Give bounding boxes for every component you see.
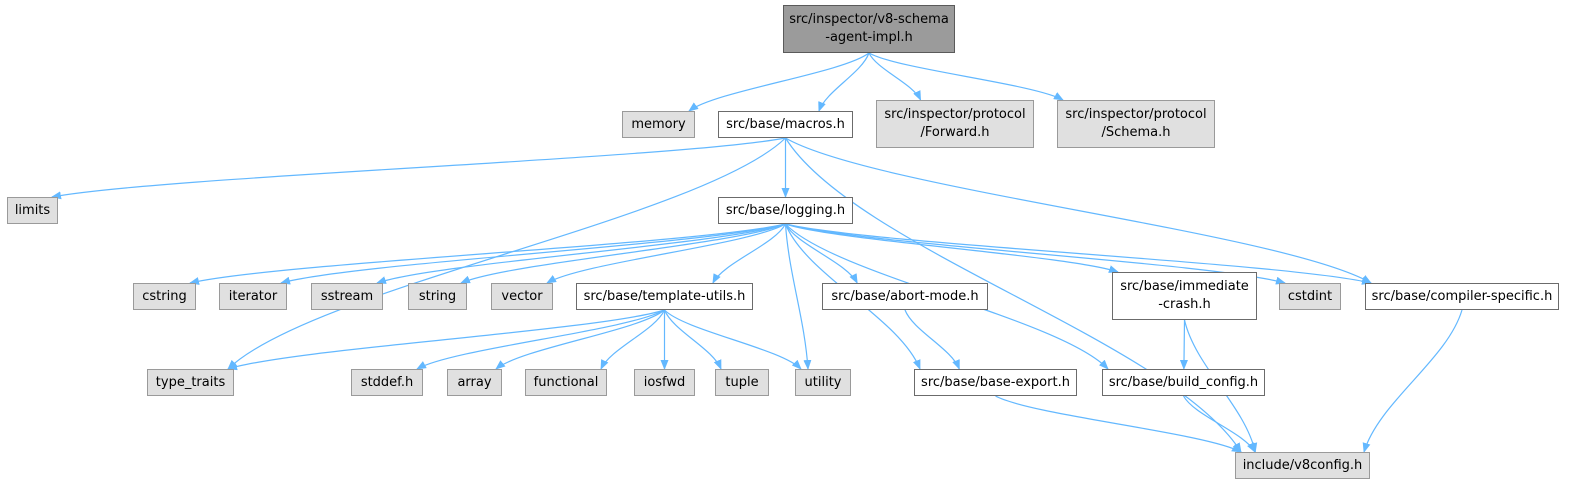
node-label-line: src/base/compiler-specific.h xyxy=(1371,288,1553,304)
node-label-line: cstdint xyxy=(1287,288,1333,304)
edge-template_utils-to-stddef xyxy=(416,309,665,370)
node-label-line: /Forward.h xyxy=(920,125,990,140)
node-label-line: src/inspector/v8-schema xyxy=(789,12,949,27)
edge-template_utils-to-array xyxy=(495,309,665,370)
node-label-line: sstream xyxy=(320,288,374,304)
edge-macros-to-limits xyxy=(51,137,786,200)
edge-logging-to-compiler_specific xyxy=(785,223,1372,285)
edge-immediate_crash-to-build_config xyxy=(1179,319,1188,370)
node-label-line: stddef.h xyxy=(360,374,414,390)
node-stddef[interactable]: stddef.h xyxy=(351,369,423,396)
node-label-line: -agent-impl.h xyxy=(825,30,913,45)
node-logging[interactable]: src/base/logging.h xyxy=(718,197,853,224)
node-label-line: src/base/template-utils.h xyxy=(583,288,746,304)
edge-template_utils-to-functional xyxy=(600,309,666,370)
node-label-line: src/inspector/protocol xyxy=(1065,107,1207,122)
edge-macros-to-type_traits xyxy=(227,137,786,370)
node-label-line: string xyxy=(418,288,457,304)
node-v8config[interactable]: include/v8config.h xyxy=(1235,452,1370,479)
node-label-line: type_traits xyxy=(155,374,226,390)
edge-logging-to-vector xyxy=(546,223,786,284)
edge-logging-to-utility xyxy=(784,223,812,370)
edge-logging-to-sstream xyxy=(376,223,786,284)
node-schema[interactable]: src/inspector/protocol/Schema.h xyxy=(1057,100,1215,148)
node-utility[interactable]: utility xyxy=(795,369,851,396)
edge-logging-to-string xyxy=(460,223,786,284)
node-build-config[interactable]: src/base/build_config.h xyxy=(1102,369,1265,396)
node-forward[interactable]: src/inspector/protocol/Forward.h xyxy=(876,100,1034,148)
node-label-line: utility xyxy=(804,374,842,390)
node-tuple[interactable]: tuple xyxy=(715,369,769,396)
node-label-line: src/base/logging.h xyxy=(725,202,846,218)
node-compiler-specific[interactable]: src/base/compiler-specific.h xyxy=(1365,283,1559,310)
node-vector[interactable]: vector xyxy=(491,283,553,310)
edge-root-to-memory xyxy=(688,52,870,112)
node-base-export[interactable]: src/base/base-export.h xyxy=(914,369,1077,396)
edge-root-to-forward xyxy=(868,52,922,101)
edge-template_utils-to-type_traits xyxy=(227,309,665,371)
node-label-line: src/base/build_config.h xyxy=(1108,374,1259,390)
node-label-line: src/inspector/protocol xyxy=(884,107,1026,122)
edge-logging-to-cstring xyxy=(189,223,786,285)
edge-root-to-macros xyxy=(818,52,870,112)
edge-compiler_specific-to-v8config xyxy=(1362,309,1463,453)
node-label-line: src/base/immediate xyxy=(1120,279,1249,294)
edge-logging-to-iterator xyxy=(280,223,786,285)
node-label-line: cstring xyxy=(142,288,187,304)
node-label-line: array xyxy=(457,374,492,390)
node-label-line: src/base/base-export.h xyxy=(921,374,1070,390)
node-functional[interactable]: functional xyxy=(525,369,607,396)
node-label-line: memory xyxy=(631,116,686,132)
node-iosfwd[interactable]: iosfwd xyxy=(634,369,695,396)
edge-template_utils-to-tuple xyxy=(663,309,722,370)
node-label-line: limits xyxy=(14,202,51,218)
node-label-line: tuple xyxy=(725,374,759,390)
node-label-line: -crash.h xyxy=(1158,297,1211,312)
node-label-line: src/base/abort-mode.h xyxy=(831,288,979,304)
node-template-utils[interactable]: src/base/template-utils.h xyxy=(576,283,753,310)
edge-macros-to-compiler_specific xyxy=(785,137,1372,284)
node-label-line: /Schema.h xyxy=(1101,125,1171,140)
edge-logging-to-immediate_crash xyxy=(785,223,1119,273)
node-cstdint[interactable]: cstdint xyxy=(1279,283,1341,310)
edge-build_config-to-v8config xyxy=(1182,395,1256,453)
node-label-line: include/v8config.h xyxy=(1242,457,1363,473)
edge-macros-to-v8config xyxy=(784,137,1242,453)
node-label-line: src/base/macros.h xyxy=(726,116,845,132)
edge-logging-to-template_utils xyxy=(712,223,787,284)
edge-template_utils-to-utility xyxy=(664,309,802,370)
node-root[interactable]: src/inspector/v8-schema -agent-impl.h xyxy=(783,5,955,53)
node-macros[interactable]: src/base/macros.h xyxy=(718,111,853,138)
edge-logging-to-abort_mode xyxy=(784,223,858,284)
node-string[interactable]: string xyxy=(408,283,467,310)
node-abort-mode[interactable]: src/base/abort-mode.h xyxy=(822,283,988,310)
node-label-line: iosfwd xyxy=(643,374,686,390)
node-iterator[interactable]: iterator xyxy=(219,283,287,310)
node-array[interactable]: array xyxy=(447,369,502,396)
node-limits[interactable]: limits xyxy=(7,197,58,224)
node-label-line: functional xyxy=(533,374,599,390)
node-label-line: iterator xyxy=(228,288,278,304)
node-type-traits[interactable]: type_traits xyxy=(147,369,234,396)
node-memory[interactable]: memory xyxy=(622,111,695,138)
node-label-line: vector xyxy=(501,288,543,304)
edge-root-to-schema xyxy=(868,52,1064,101)
node-sstream[interactable]: sstream xyxy=(311,283,383,310)
edge-abort_mode-to-base_export xyxy=(904,309,960,370)
node-immediate-crash[interactable]: src/base/immediate -crash.h xyxy=(1112,272,1257,320)
node-cstring[interactable]: cstring xyxy=(133,283,196,310)
edge-base_export-to-v8config xyxy=(995,395,1242,453)
